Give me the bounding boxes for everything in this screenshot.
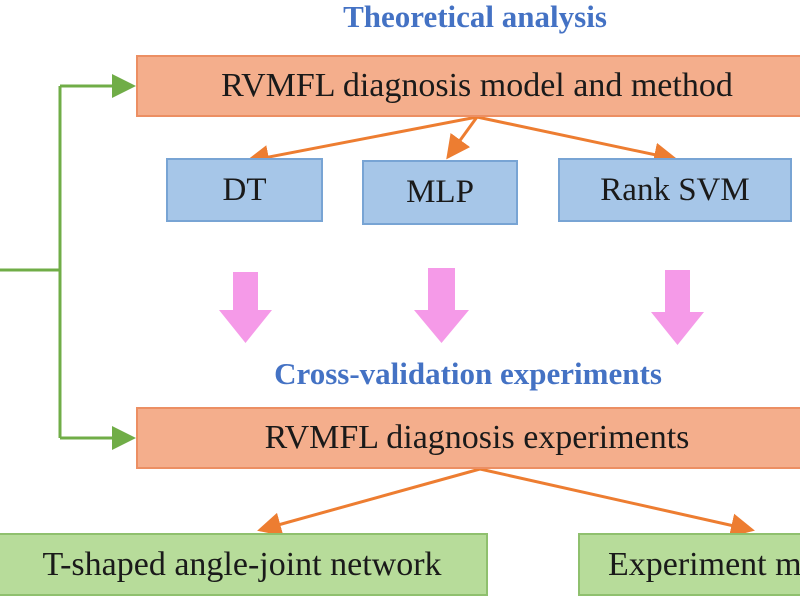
arrow-model-to-dt: [245, 115, 478, 169]
green-feedback-connector: [0, 74, 136, 450]
heading-theoretical-analysis: Theoretical analysis: [343, 0, 607, 34]
experiments-branch-arrows: [257, 467, 755, 538]
heading-cross-validation-experiments: Cross-validation experiments: [274, 356, 662, 391]
box-t-shaped-network: T-shaped angle-joint network: [0, 533, 488, 596]
box-dt: DT: [166, 158, 323, 222]
model-branch-arrows: [245, 115, 678, 169]
pink-down-arrow-middle: [414, 268, 469, 343]
arrow-experiments-to-network: [257, 467, 481, 536]
pink-down-arrows: [219, 268, 704, 345]
arrow-model-to-mlp: [446, 116, 479, 160]
box-experiment-module: Experiment m: [578, 533, 800, 596]
pink-down-arrow-right: [651, 270, 704, 345]
box-mlp: MLP: [362, 160, 518, 225]
arrow-experiments-to-module: [479, 467, 755, 538]
arrow-model-to-rank-svm: [476, 115, 678, 167]
box-rvmfl-diagnosis-experiments: RVMFL diagnosis experiments: [136, 407, 800, 469]
box-rvmfl-diagnosis-model: RVMFL diagnosis model and method: [136, 55, 800, 117]
box-rank-svm: Rank SVM: [558, 158, 792, 222]
pink-down-arrow-left: [219, 272, 272, 343]
